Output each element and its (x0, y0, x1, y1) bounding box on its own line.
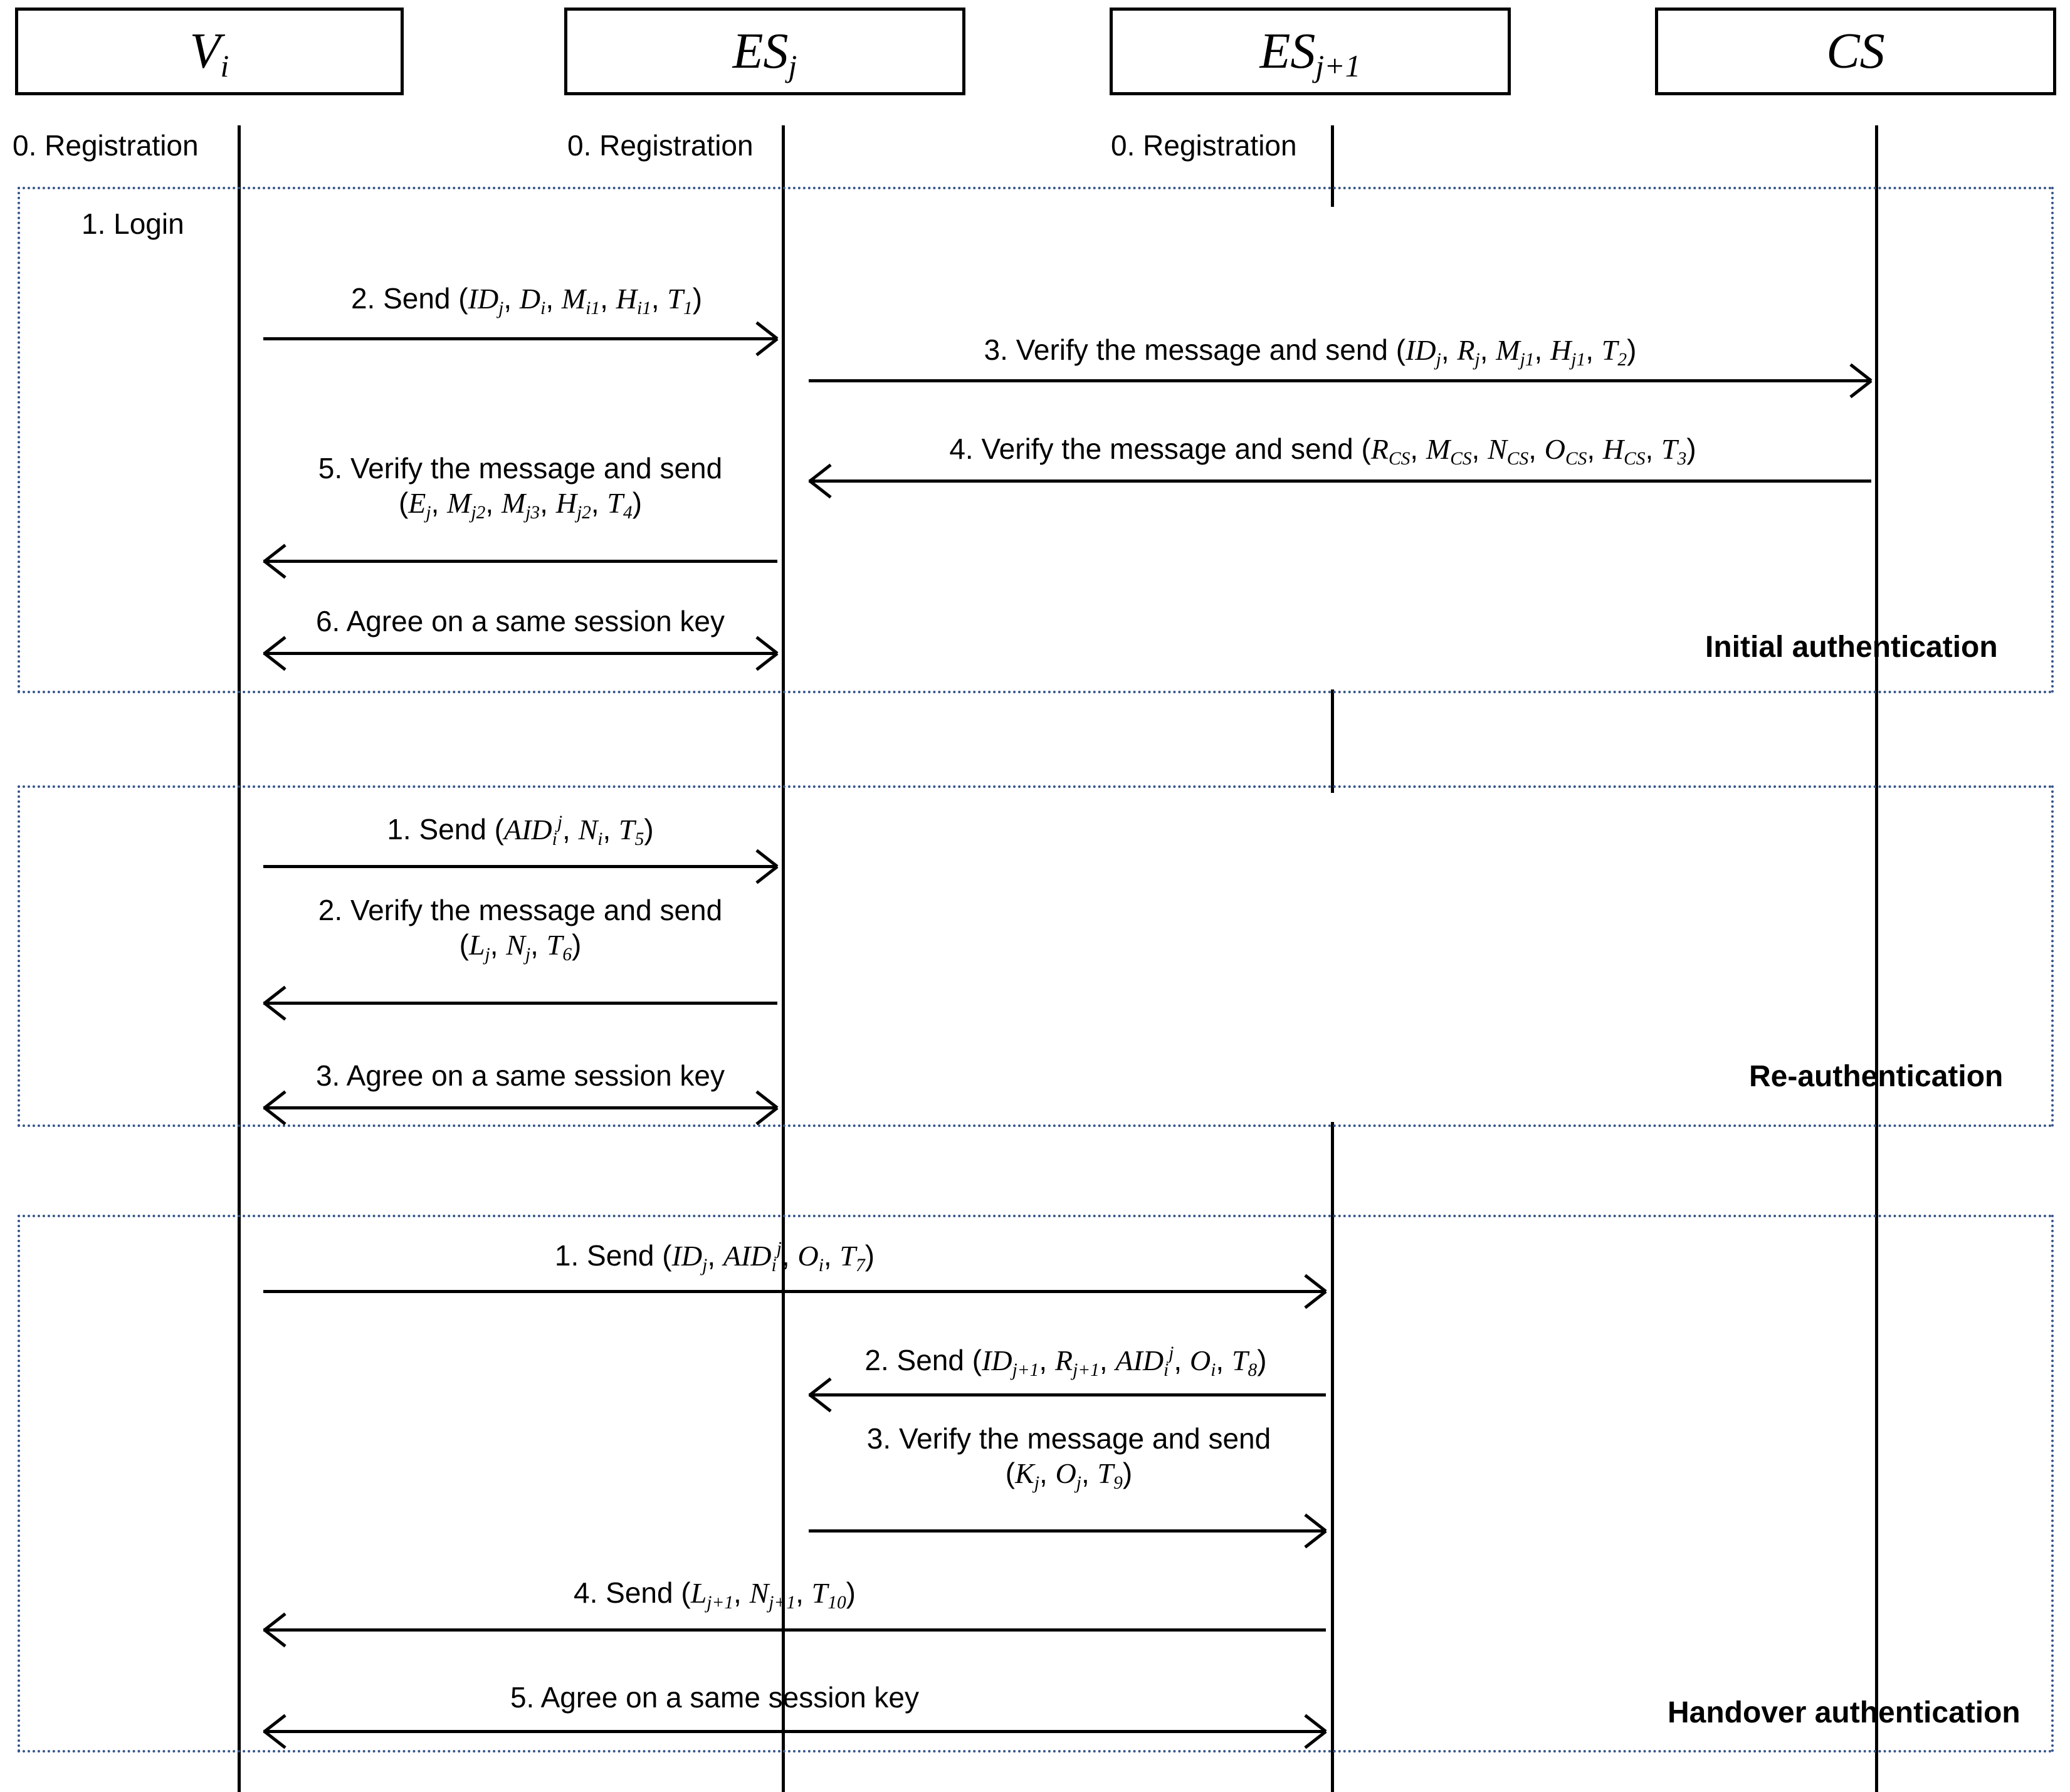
message-handover-3-label: 3. Verify the message and send(Kj, Oj, T… (866, 1422, 1271, 1494)
actor-label-cloud-server: CS (1826, 24, 1885, 79)
actor-label-edge-server-j1: ESj+1 (1259, 24, 1361, 83)
message-initial-3-arrow (809, 379, 1871, 382)
message-handover-4-arrow (263, 1628, 1326, 1632)
lifeline-edge-server-j1-seg1 (1331, 125, 1334, 207)
message-handover-5-arrow (263, 1730, 1326, 1733)
lifeline-vehicle (238, 125, 241, 1792)
message-handover-1-arrow (263, 1290, 1326, 1293)
phase-label-handover-authentication: Handover authentication (1668, 1696, 2020, 1729)
message-reauth-2-label: 2. Verify the message and send(Lj, Nj, T… (318, 894, 723, 965)
registration-label-edge-server-j: 0. Registration (567, 129, 754, 162)
actor-box-edge-server-j[interactable]: ESj (564, 8, 965, 95)
message-handover-4-label: 4. Send (Lj+1, Nj+1, T10) (574, 1576, 856, 1613)
phase-label-initial-authentication: Initial authentication (1705, 631, 1998, 664)
actor-box-cloud-server[interactable]: CS (1655, 8, 2056, 95)
message-initial-3-label: 3. Verify the message and send (IDj, Rj,… (984, 333, 1637, 370)
actor-box-vehicle[interactable]: Vi (15, 8, 404, 95)
lifeline-cloud-server (1875, 125, 1878, 1792)
actor-box-edge-server-j1[interactable]: ESj+1 (1110, 8, 1511, 95)
message-handover-3-arrow (809, 1529, 1326, 1533)
lifeline-edge-server-j1-seg3 (1331, 1122, 1334, 1792)
message-handover-5-label: 5. Agree on a same session key (510, 1681, 920, 1714)
message-reauth-3-arrow (263, 1106, 777, 1109)
registration-label-edge-server-j1: 0. Registration (1111, 129, 1297, 162)
message-reauth-3-label: 3. Agree on a same session key (315, 1059, 725, 1092)
lifeline-edge-server-j (782, 125, 785, 1792)
message-reauth-2-arrow (263, 1002, 777, 1005)
actor-label-edge-server-j: ESj (732, 24, 797, 83)
message-handover-1-label: 1. Send (IDj, AIDij, Oi, T7) (554, 1238, 875, 1276)
message-reauth-1-arrow (263, 865, 777, 868)
phase-label-re-authentication: Re-authentication (1749, 1060, 2004, 1093)
message-initial-4-arrow (809, 479, 1871, 483)
message-handover-2-label: 2. Send (IDj+1, Rj+1, AIDij, Oi, T8) (864, 1343, 1267, 1380)
message-initial-2-arrow (263, 337, 777, 340)
message-reauth-1-label: 1. Send (AIDij, Ni, T5) (387, 812, 654, 849)
registration-label-vehicle: 0. Registration (13, 129, 199, 162)
message-initial-5-arrow (263, 560, 777, 563)
message-initial-4-label: 4. Verify the message and send (RCS, MCS… (949, 432, 1696, 469)
message-initial-6-label: 6. Agree on a same session key (315, 605, 725, 637)
actor-label-vehicle: Vi (189, 24, 229, 83)
message-initial-2-label: 2. Send (IDj, Di, Mi1, Hi1, T1) (350, 282, 703, 318)
message-login-label: 1. Login (81, 207, 184, 240)
message-initial-5-label: 5. Verify the message and send(Ej, Mj2, … (318, 452, 723, 523)
message-handover-2-arrow (809, 1393, 1326, 1396)
lifeline-edge-server-j1-seg2 (1331, 689, 1334, 793)
message-initial-6-arrow (263, 652, 777, 655)
